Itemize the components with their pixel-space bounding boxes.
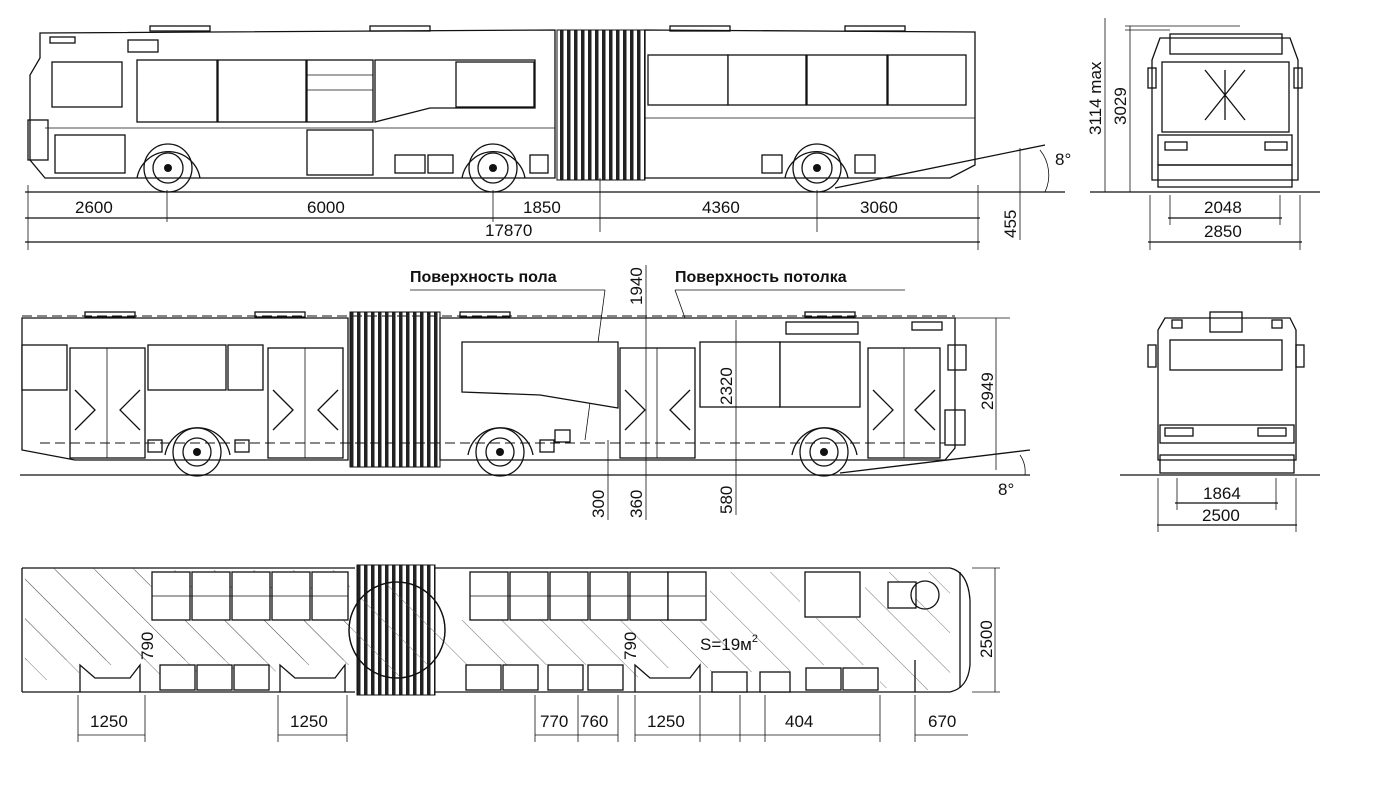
plan-view: 790 790 S=19м2 2500 1250 1250 770 760 12… [21,564,1000,742]
section-door-3 [619,347,696,459]
front-track: 2048 [1204,198,1242,217]
side-dim-2: 6000 [307,198,345,217]
section-wheel-rear [791,427,858,477]
plan-outline [22,567,971,693]
side-angle: 8° [1055,150,1071,169]
front-width: 2850 [1204,222,1242,241]
front-height-max: 3114 max [1086,61,1105,135]
door-width-6: 404 [785,712,813,731]
side-dim-3: 1850 [523,198,561,217]
side-wheel-front [136,143,201,193]
side-dim-1: 2600 [75,198,113,217]
door-width-4: 760 [580,712,608,731]
section-wheel-middle [467,427,534,477]
side-wheel-rear [784,143,849,193]
floor-300: 300 [589,490,608,518]
door-width-7: 670 [928,712,956,731]
rear-track: 1864 [1203,484,1241,503]
plan-seats-top [151,571,861,621]
side-ground-clearance: 455 [1001,210,1020,238]
section-door-2 [267,347,344,459]
side-wheel-middle [461,143,526,193]
height-2949: 2949 [978,372,997,410]
side-body-outline [29,29,556,179]
door-width-2: 1250 [290,712,328,731]
aisle-right: 790 [621,632,640,660]
side-view: 8° 2600 6000 1850 4360 3060 17870 455 [25,25,1071,250]
floor-580: 580 [717,486,736,514]
door-width-1: 1250 [90,712,128,731]
side-dim-5: 3060 [860,198,898,217]
section-door-1 [69,347,146,459]
section-view: Поверхность пола Поверхность потолка [20,265,1031,520]
interior-height-1940: 1940 [627,267,646,305]
articulation-bellows [556,29,646,181]
section-door-4 [867,347,941,459]
height-2320: 2320 [717,367,736,405]
ceiling-label: Поверхность потолка [675,269,847,286]
floor-label: Поверхность пола [410,269,557,286]
front-height: 3029 [1111,87,1130,125]
floor-360: 360 [627,490,646,518]
side-dim-4: 4360 [702,198,740,217]
rear-view: 1864 2500 [1120,311,1320,532]
door-width-5: 1250 [647,712,685,731]
plan-seats-bottom [159,664,879,693]
section-wheel-front [164,427,231,477]
front-view: 3114 max 3029 2048 2850 [1086,18,1320,250]
section-bellows [349,311,441,468]
rear-width: 2500 [1202,506,1240,525]
steering-wheel-icon [910,580,940,610]
section-angle: 8° [998,480,1014,499]
door-width-3: 770 [540,712,568,731]
floor-area: S=19м2 [700,633,758,654]
aisle-left: 790 [138,632,157,660]
side-overall-length: 17870 [485,221,532,240]
driver-seat [887,581,917,609]
plan-width: 2500 [977,620,996,658]
